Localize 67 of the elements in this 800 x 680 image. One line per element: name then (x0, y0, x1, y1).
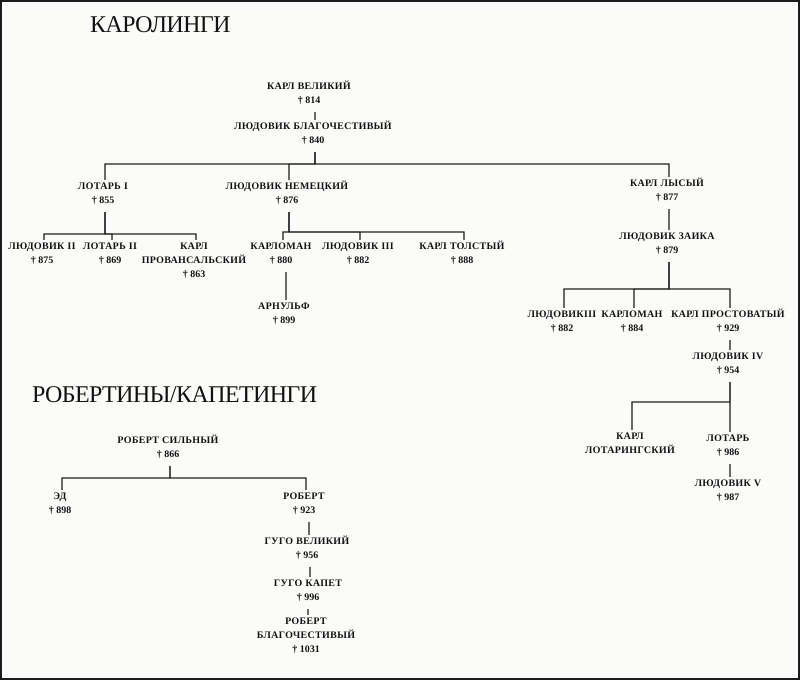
death-date: † 899 (272, 314, 296, 328)
section-heading: КАРОЛИНГИ (90, 11, 230, 40)
death-date: † 877 (656, 191, 678, 205)
person-name: РОБЕРТ СИЛЬНЫЙ (117, 434, 219, 448)
death-date: † 884 (620, 322, 644, 336)
person-name: ГУГО КАПЕТ (274, 577, 342, 591)
death-date: † 888 (450, 254, 474, 268)
person-name: ЛЮДОВИК НЕМЕЦКИЙ (226, 180, 348, 194)
person-name: КАРЛ ЛЫСЫЙ (630, 177, 704, 191)
death-date: † 1031 (292, 643, 320, 657)
family-line (288, 212, 465, 240)
death-date: † 880 (270, 254, 292, 268)
person-name: ЛЮДОВИК V (694, 477, 762, 491)
person-name: ЛЮДОВИКIII (528, 308, 596, 322)
family-line (668, 209, 670, 230)
person-name: РОБЕРТ БЛАГОЧЕСТИВЫЙ (256, 615, 356, 643)
person-name: ГУГО ВЕЛИКИЙ (264, 535, 350, 549)
death-date: † 956 (296, 549, 318, 563)
person-name: ЛЮДОВИК БЛАГОЧЕСТИВЫЙ (234, 120, 392, 134)
death-date: † 986 (716, 446, 740, 460)
person-name: КАРЛ ТОЛСТЫЙ (419, 240, 505, 254)
death-date: † 863 (182, 268, 206, 282)
death-date: † 869 (98, 254, 122, 268)
death-date: † 875 (30, 254, 54, 268)
death-date: † 814 (298, 94, 320, 108)
person-name: КАРЛОМАН (250, 240, 312, 254)
death-date: † 929 (716, 322, 740, 336)
death-date: † 987 (716, 491, 740, 505)
person-name: ЛЮДОВИК IV (692, 350, 764, 364)
person-name: РОБЕРТ (283, 490, 325, 504)
person-name: ЭД (53, 490, 67, 504)
person-name: ЛЮДОВИК III (322, 240, 394, 254)
family-line (314, 112, 316, 120)
person-name: ЛЮДОВИК ЗАИКА (619, 230, 715, 244)
death-date: † 882 (346, 254, 370, 268)
person-name: КАРЛ ВЕЛИКИЙ (267, 80, 351, 94)
family-line (104, 212, 197, 240)
death-date: † 996 (296, 591, 320, 605)
person-name: ЛЮДОВИК II (8, 240, 76, 254)
person-name: КАРЛОМАН (601, 308, 663, 322)
person-name: ЛОТАРЬ (706, 432, 750, 446)
family-line (314, 152, 670, 177)
person-name: КАРЛ ПРОВАНСАЛЬСКИЙ (142, 240, 246, 268)
family-line (729, 464, 731, 477)
family-line (307, 609, 309, 615)
death-date: † 898 (48, 504, 72, 518)
death-date: † 882 (550, 322, 574, 336)
death-date: † 923 (292, 504, 316, 518)
person-name: ЛОТАРЬ I (78, 180, 128, 194)
family-line (668, 262, 731, 308)
death-date: † 855 (92, 194, 114, 208)
death-date: † 876 (276, 194, 298, 208)
family-line (729, 340, 731, 350)
person-name: АРНУЛЬФ (258, 300, 310, 314)
death-date: † 954 (716, 364, 740, 378)
death-date: † 879 (656, 244, 678, 258)
person-name: КАРЛ ЛОТАРИНГСКИЙ (584, 430, 676, 458)
family-line (309, 567, 311, 577)
family-line (729, 382, 731, 432)
person-name: КАРЛ ПРОСТОВАТЫЙ (671, 308, 785, 322)
family-line (169, 466, 307, 490)
death-date: † 866 (156, 448, 180, 462)
person-name: ЛОТАРЬ II (82, 240, 138, 254)
death-date: † 840 (302, 134, 324, 148)
section-heading: РОБЕРТИНЫ/КАПЕТИНГИ (32, 381, 316, 410)
family-line (285, 272, 287, 300)
family-line (308, 522, 310, 535)
